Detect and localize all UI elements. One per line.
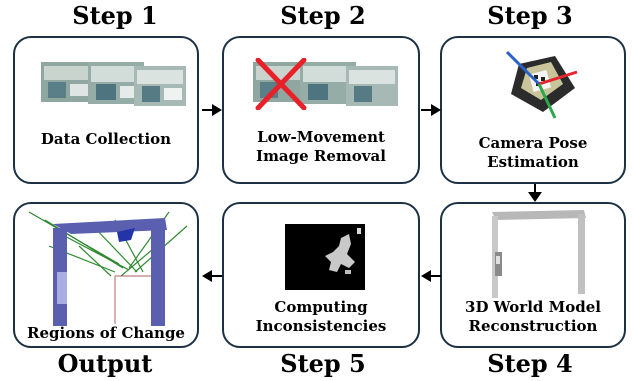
inconsistency-map	[285, 224, 365, 290]
step-1-caption: Data Collection	[40, 130, 172, 148]
red-x-icon	[255, 58, 307, 110]
step-3-title: Step 3	[487, 1, 573, 30]
right-arrow-icon	[421, 104, 441, 116]
step-2-box: Low-Movement Image Removal	[222, 36, 420, 184]
step-3-caption-line1: Camera Pose	[478, 134, 588, 152]
output-box: Regions of Change	[13, 202, 199, 348]
left-arrow-icon	[421, 270, 441, 282]
step-1-title: Step 1	[72, 1, 158, 30]
output-caption: Regions of Change	[27, 324, 185, 342]
step-2-title: Step 2	[280, 1, 366, 30]
removed-images	[252, 58, 402, 110]
step-4-caption: 3D World Model Reconstruction	[442, 298, 624, 336]
step-5-caption-line1: Computing	[274, 298, 368, 316]
step-4-caption-line2: Reconstruction	[468, 317, 598, 335]
right-arrow-icon	[202, 104, 222, 116]
camera-pose-image	[497, 50, 581, 120]
regions-of-change-model	[19, 206, 197, 326]
step-2-caption: Low-Movement Image Removal	[224, 128, 418, 166]
step-3-box: Camera Pose Estimation	[440, 36, 626, 184]
step-5-caption: Computing Inconsistencies	[224, 298, 418, 336]
left-arrow-icon	[202, 270, 222, 282]
step-5-box: Computing Inconsistencies	[222, 202, 420, 348]
step-1-box: Data Collection	[13, 36, 199, 184]
step-3-caption: Camera Pose Estimation	[442, 134, 624, 172]
step-2-caption-line2: Image Removal	[256, 147, 386, 165]
step-4-caption-line1: 3D World Model	[465, 298, 601, 316]
collected-images	[40, 58, 190, 110]
step-2-caption-line1: Low-Movement	[257, 128, 385, 146]
down-arrow-icon	[528, 184, 542, 202]
step-3-caption-line2: Estimation	[487, 153, 579, 171]
output-title: Output	[57, 349, 153, 378]
step-5-title: Step 5	[280, 349, 366, 378]
step-5-caption-line2: Inconsistencies	[255, 317, 387, 335]
step-4-title: Step 4	[487, 349, 573, 378]
world-model-reconstruction	[486, 208, 590, 298]
step-4-box: 3D World Model Reconstruction	[440, 202, 626, 348]
